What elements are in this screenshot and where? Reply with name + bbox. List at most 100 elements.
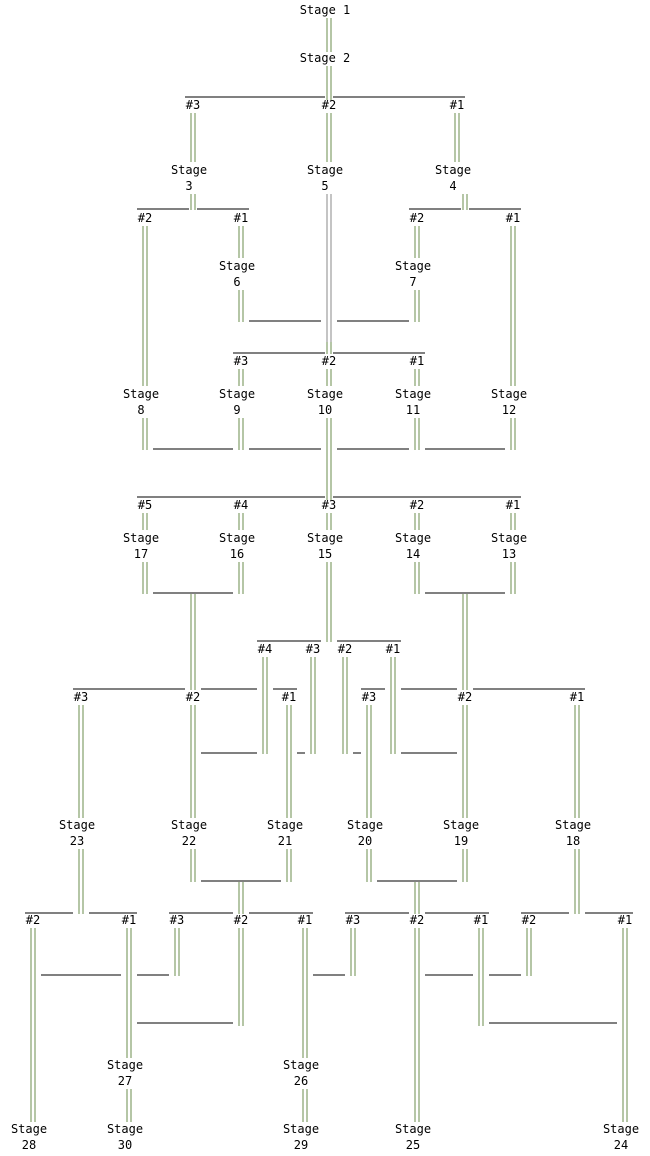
- rail-connector: [286, 849, 292, 882]
- rail-connector: [342, 657, 348, 754]
- port-label-2: #2: [234, 913, 248, 927]
- stage-word: Stage: [267, 818, 303, 832]
- port-label: #1: [122, 913, 136, 927]
- rail-connector: [190, 594, 196, 690]
- rail-connector: [238, 369, 244, 386]
- rail-connector: [190, 194, 196, 210]
- stage-word: Stage: [219, 259, 255, 273]
- rail-connector: [142, 418, 148, 450]
- port-label: #2: [338, 642, 352, 656]
- stage-node-27: Stage 27: [107, 1058, 143, 1088]
- port-label-2: #2: [26, 913, 40, 927]
- rail-connector: [326, 66, 332, 100]
- port-label: #2: [410, 498, 424, 512]
- stage-word: Stage: [395, 1122, 431, 1136]
- rail-connector: [414, 290, 420, 322]
- rail-connector: [142, 513, 148, 530]
- rail-connector: [526, 928, 532, 976]
- stage-word: Stage: [491, 387, 527, 401]
- port-label: #1: [474, 913, 488, 927]
- stage-number: 16: [230, 547, 244, 561]
- stage-word: Stage: [123, 387, 159, 401]
- port-label-2: #2: [458, 690, 472, 704]
- stage-word: Stage: [107, 1058, 143, 1072]
- stage-word: Stage: [395, 259, 431, 273]
- port-label-3: #3: [322, 498, 336, 512]
- rail-connector: [78, 705, 84, 818]
- port-label: #1: [386, 642, 400, 656]
- rail-connector: [462, 194, 468, 210]
- rail-connector: [414, 882, 420, 914]
- rail-connector: [302, 1089, 308, 1122]
- rail-connector: [30, 928, 36, 1122]
- stage-number: 26: [294, 1074, 308, 1088]
- port-label-4: #4: [234, 498, 248, 512]
- rail-connector: [366, 705, 372, 818]
- rail-connector: [286, 705, 292, 818]
- port-label-1: #1: [410, 354, 424, 368]
- rail-connector: [414, 928, 420, 1122]
- stage-node-8: Stage 8: [123, 387, 159, 417]
- port-label-2: #2: [410, 913, 424, 927]
- rail-connector: [238, 882, 244, 914]
- stage-word: Stage: [171, 818, 207, 832]
- rail-connector: [462, 594, 468, 690]
- port-label: #2: [322, 354, 336, 368]
- rail-connector: [390, 657, 396, 754]
- port-label: #2: [458, 690, 472, 704]
- port-label-2: #2: [138, 211, 152, 225]
- stage-word: Stage: [435, 163, 471, 177]
- rail-connector: [326, 113, 332, 162]
- port-label: #2: [522, 913, 536, 927]
- stage-word: Stage: [11, 1122, 47, 1136]
- port-label-4: #4: [258, 642, 272, 656]
- port-label-2: #2: [322, 98, 336, 112]
- port-label: #2: [138, 211, 152, 225]
- stage-word: Stage: [171, 163, 207, 177]
- port-label: #3: [306, 642, 320, 656]
- stage-word: Stage: [283, 1058, 319, 1072]
- stage-word: Stage: [395, 387, 431, 401]
- stage-word: Stage: [307, 531, 343, 545]
- stage-label: Stage 2: [300, 51, 351, 65]
- port-label: #1: [282, 690, 296, 704]
- stage-number: 27: [118, 1074, 132, 1088]
- rail-connector: [510, 418, 516, 450]
- rail-connector: [238, 562, 244, 594]
- port-label: #1: [234, 211, 248, 225]
- port-label-2: #2: [410, 211, 424, 225]
- stage-number: 8: [137, 403, 144, 417]
- rail-connector: [238, 226, 244, 258]
- stage-node-2: Stage 2: [300, 51, 351, 65]
- port-label: #4: [234, 498, 248, 512]
- stage-number: 24: [614, 1138, 628, 1152]
- port-label-3: #3: [346, 913, 360, 927]
- port-label-1: #1: [506, 211, 520, 225]
- rail-connector: [510, 513, 516, 530]
- rail-connector: [262, 657, 268, 754]
- rail-connector: [454, 113, 460, 162]
- port-label-1: #1: [234, 211, 248, 225]
- port-label-1: #1: [282, 690, 296, 704]
- stage-number: 22: [182, 834, 196, 848]
- stage-word: Stage: [443, 818, 479, 832]
- rail-connector: [510, 562, 516, 594]
- port-label: #2: [26, 913, 40, 927]
- rail-connector: [326, 418, 332, 500]
- rail-connector: [478, 928, 484, 1026]
- port-label-1: #1: [450, 98, 464, 112]
- port-label: #2: [410, 913, 424, 927]
- rail-connector: [142, 562, 148, 594]
- stage-node-1: Stage 1: [300, 3, 351, 17]
- stage-number: 5: [321, 179, 328, 193]
